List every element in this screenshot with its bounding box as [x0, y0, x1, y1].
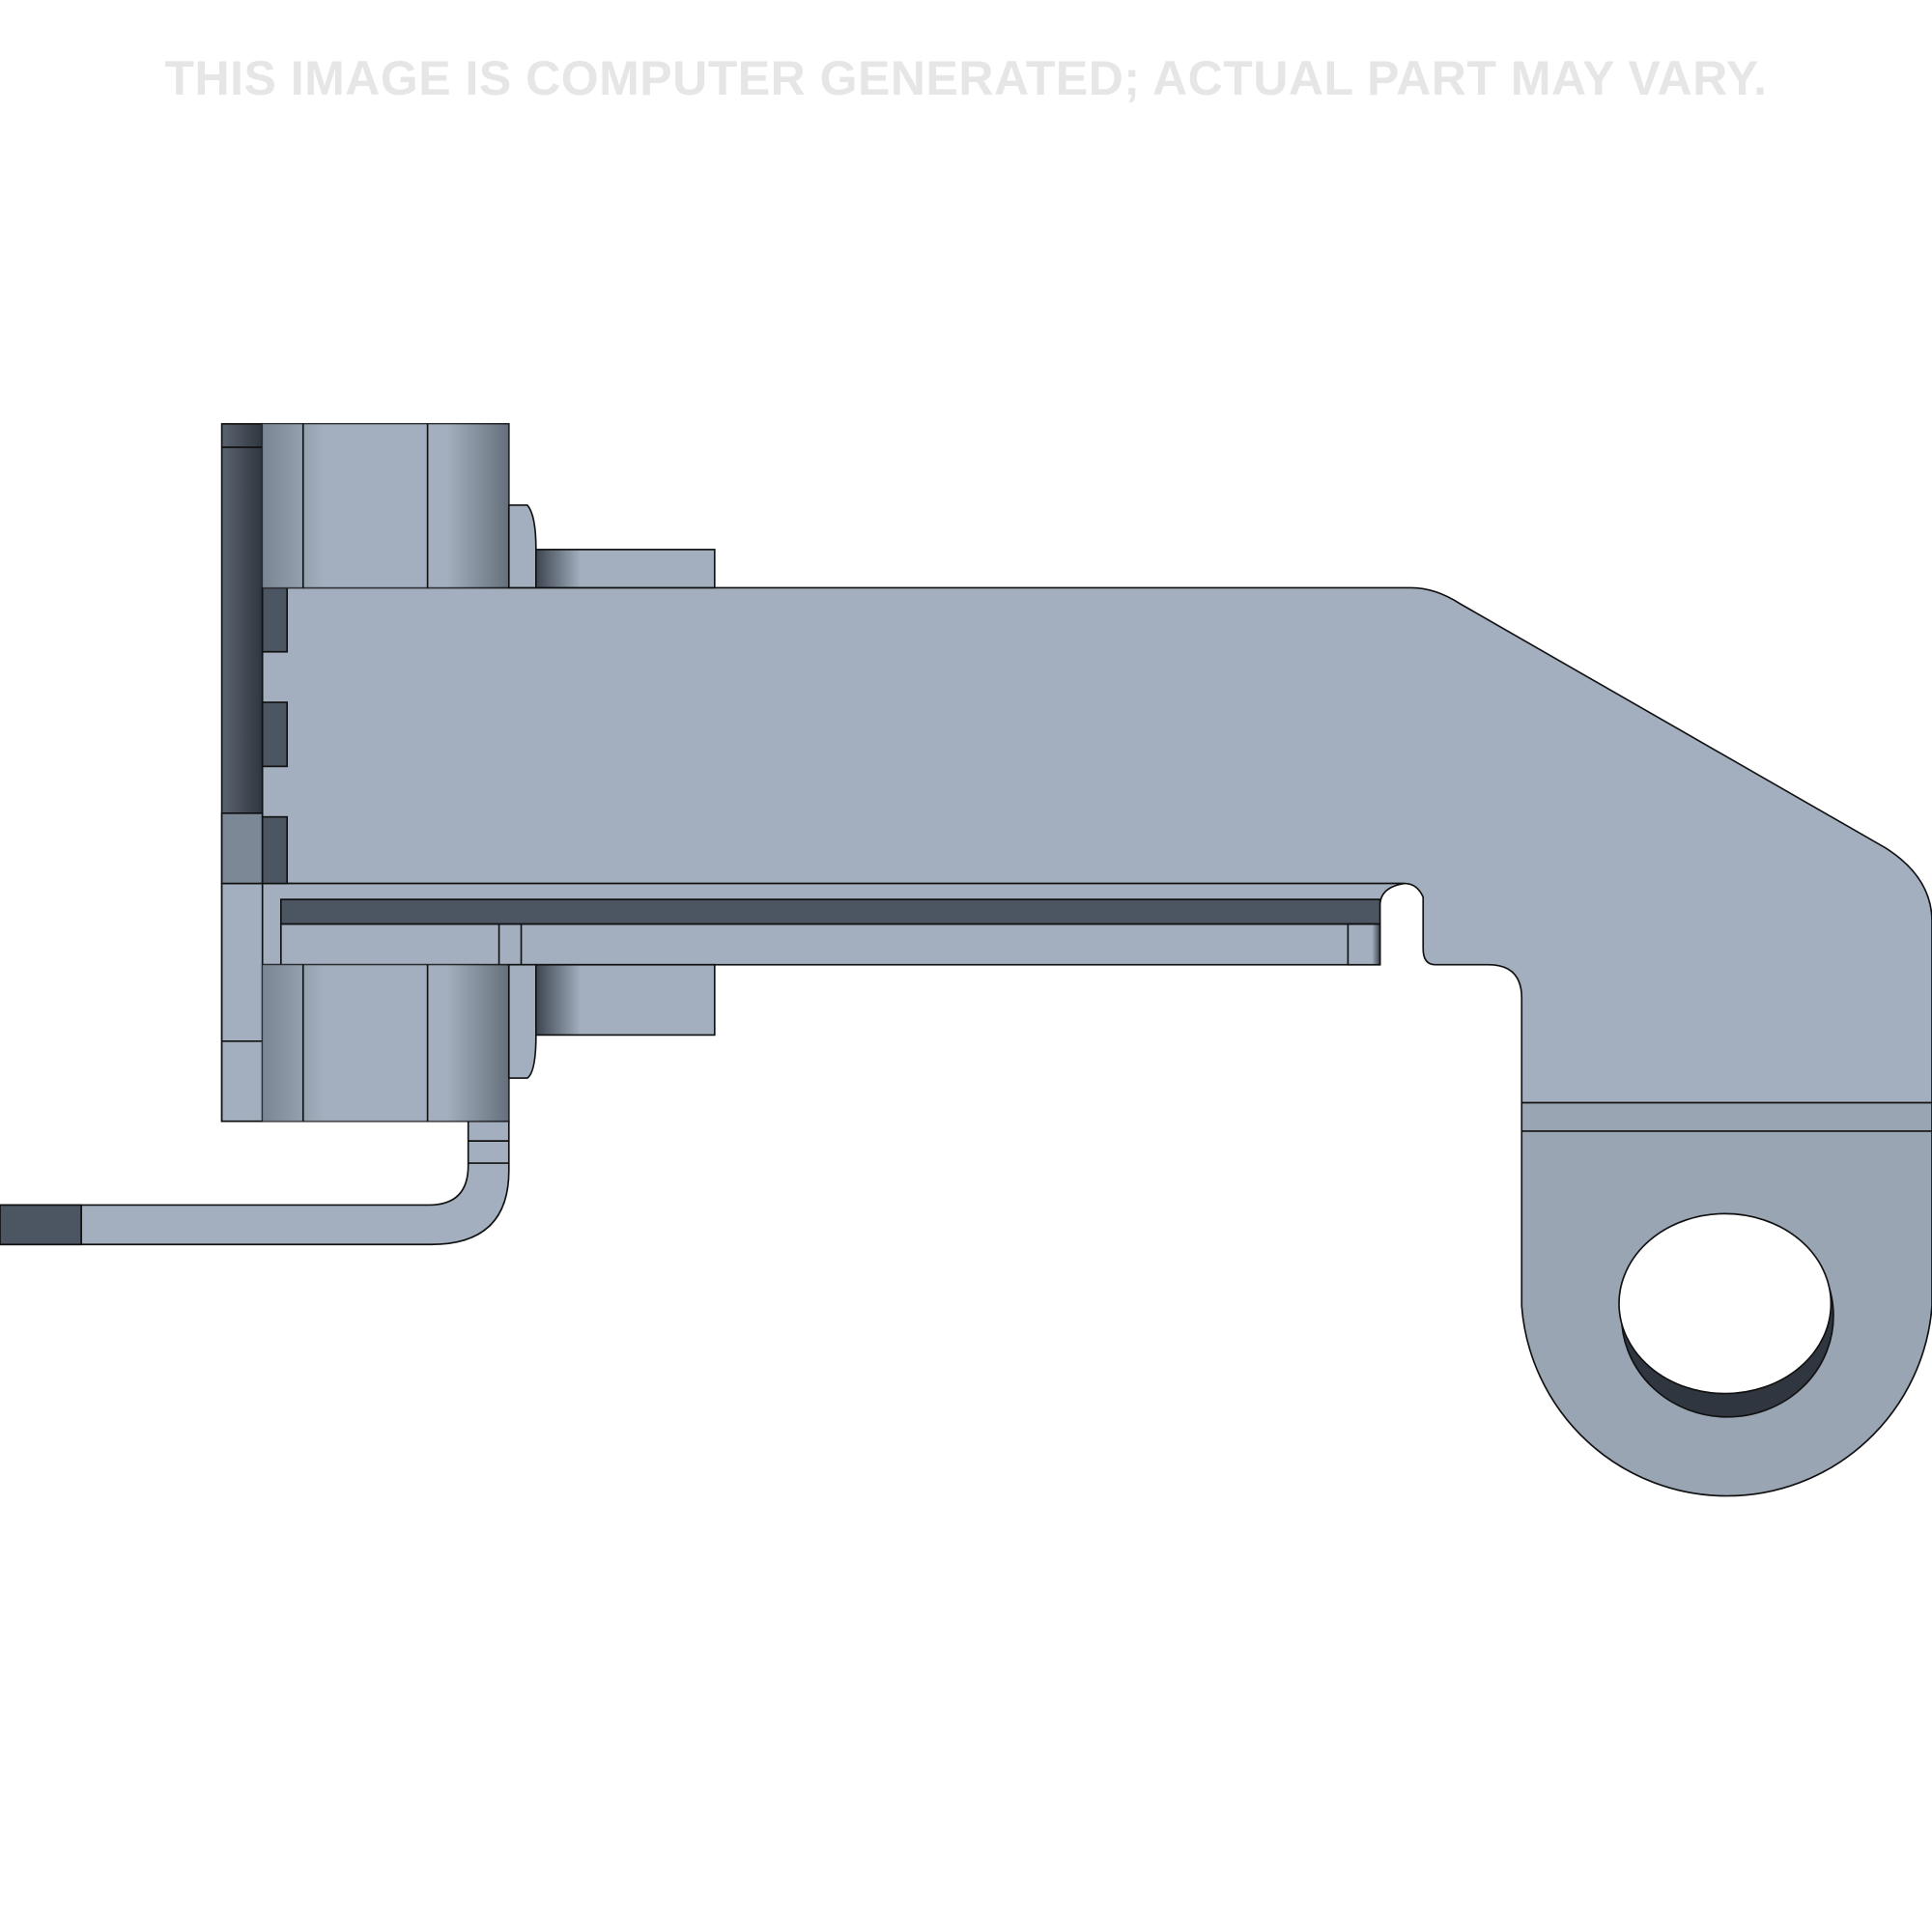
lower-rail	[261, 882, 1406, 966]
lug-hole	[1618, 1212, 1833, 1395]
disclaimer-watermark: THIS IMAGE IS COMPUTER GENERATED; ACTUAL…	[164, 51, 1768, 105]
top-boss	[261, 422, 716, 589]
bottom-boss	[261, 963, 716, 1122]
mounting-plate	[220, 422, 289, 1122]
foot-bracket	[0, 1120, 510, 1246]
main-arm	[261, 586, 1932, 1497]
